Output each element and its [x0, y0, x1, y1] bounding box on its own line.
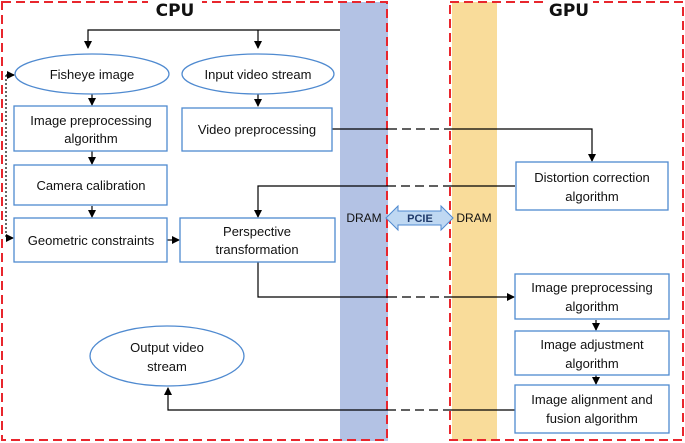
cpu-image-preprocessing-line1: Image preprocessing [30, 113, 151, 128]
node-image-adjustment: Image adjustment algorithm [514, 330, 670, 376]
cpu-dram-label: DRAM [346, 211, 381, 225]
distortion-correction-line2: algorithm [565, 189, 618, 204]
output-video-stream-line1: Output video [130, 340, 204, 355]
image-alignment-fusion-line2: fusion algorithm [546, 411, 638, 426]
gpu-image-preprocessing-line1: Image preprocessing [531, 280, 652, 295]
camera-calibration-label: Camera calibration [36, 178, 145, 193]
alignment-to-output-connector [164, 387, 388, 411]
image-adjustment-line2: algorithm [565, 356, 618, 371]
node-cpu-image-preprocessing: Image preprocessing algorithm [13, 105, 168, 152]
input-video-stream-label: Input video stream [205, 67, 312, 82]
gpu-dram-label: DRAM [456, 211, 491, 225]
node-input-video-stream: Input video stream [181, 53, 335, 95]
gpu-dram-column [452, 2, 497, 441]
node-image-alignment-fusion: Image alignment and fusion algorithm [514, 384, 670, 434]
cpu-region [1, 1, 388, 441]
output-video-stream-line2: stream [147, 359, 187, 374]
image-adjustment-line1: Image adjustment [540, 337, 644, 352]
perspective-to-dram-connector [257, 262, 388, 298]
video-preprocessing-label: Video preprocessing [198, 122, 316, 137]
geometric-constraints-label: Geometric constraints [28, 233, 155, 248]
fisheye-image-label: Fisheye image [50, 67, 135, 82]
gpu-title: GPU [549, 1, 589, 21]
node-geometric-constraints: Geometric constraints [13, 217, 168, 263]
video-to-distortion-connector [452, 128, 596, 162]
gpu-image-preprocessing-line2: algorithm [565, 299, 618, 314]
node-perspective-transformation: Perspective transformation [179, 217, 336, 263]
node-camera-calibration: Camera calibration [13, 164, 168, 206]
dram-feed-connector [84, 29, 340, 49]
node-fisheye-image: Fisheye image [14, 53, 170, 95]
cpu-image-preprocessing-line2: algorithm [64, 131, 117, 146]
calibration-loop-connector [5, 74, 14, 238]
perspective-transformation-line1: Perspective [223, 224, 291, 239]
node-video-preprocessing: Video preprocessing [181, 107, 333, 152]
distortion-correction-line1: Distortion correction [534, 170, 650, 185]
pcie-double-arrow [385, 204, 454, 232]
node-distortion-correction: Distortion correction algorithm [515, 161, 669, 211]
image-alignment-fusion-line1: Image alignment and [531, 392, 652, 407]
perspective-transformation-line2: transformation [215, 242, 298, 257]
pcie-label: PCIE [407, 213, 433, 225]
node-output-video-stream: Output video stream [89, 325, 245, 387]
cpu-dram-column [340, 2, 388, 441]
cpu-title: CPU [156, 1, 195, 21]
node-gpu-image-preprocessing: Image preprocessing algorithm [514, 273, 670, 320]
distortion-to-perspective-connector [254, 185, 388, 218]
